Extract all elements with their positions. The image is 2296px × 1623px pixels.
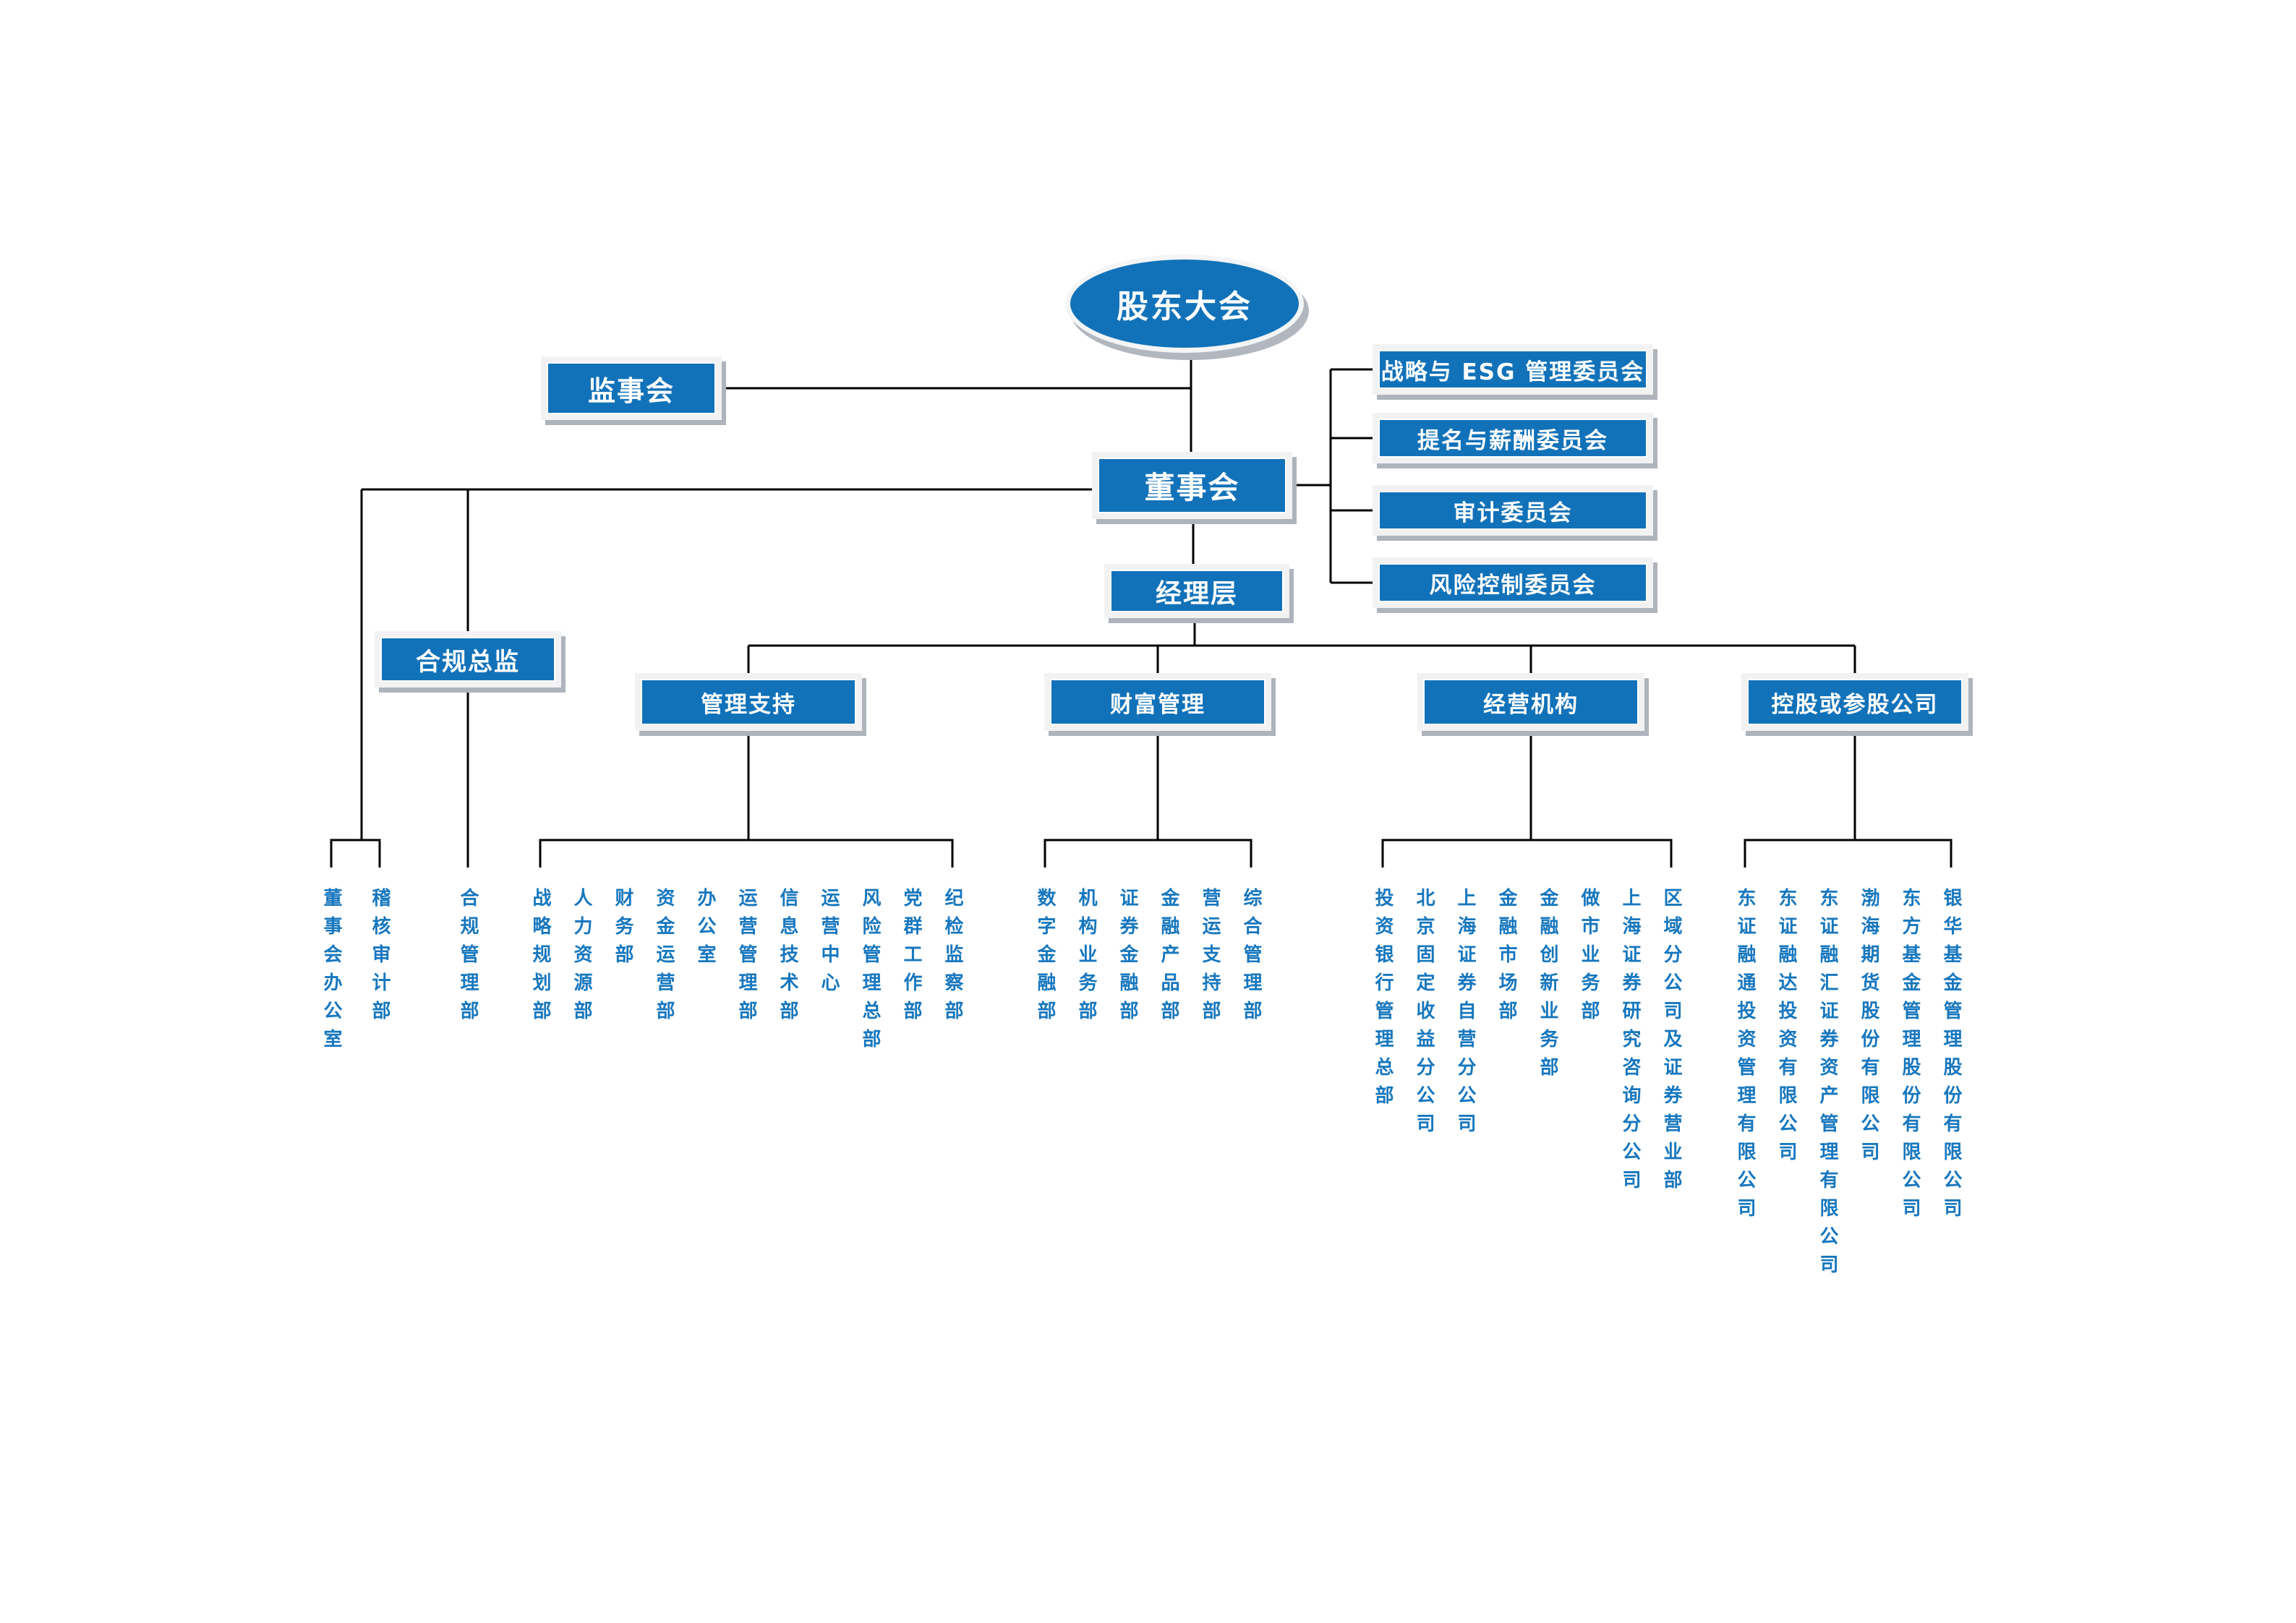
management-support-department-item: 办公室	[694, 888, 716, 972]
operating-unit-item: 上海证券自营分公司	[1454, 888, 1476, 1142]
management-support-department-item: 财务部	[612, 888, 633, 972]
node-compliance-director-label: 合规总监	[416, 647, 520, 677]
operating-unit-item: 投资银行管理总部	[1372, 888, 1394, 1113]
management-support-department-item: 资金运营部	[653, 888, 675, 1029]
committee-strategy-esg-label: 战略与 ESG 管理委员会	[1380, 359, 1645, 385]
group-wealth-management-label: 财富管理	[1110, 691, 1205, 718]
node-management-layer: 经理层	[1104, 564, 1289, 618]
node-committee-nomination-remuneration: 提名与薪酬委员会	[1373, 413, 1653, 463]
management-support-department-item: 战略规划部	[529, 888, 551, 1029]
compliance-departments-list: 合规管理部	[457, 888, 479, 1029]
operating-unit-item: 区域分公司及证券营业部	[1660, 888, 1682, 1198]
group-subsidiaries-label: 控股或参股公司	[1771, 691, 1939, 718]
subsidiary-item: 东方基金管理股份有限公司	[1899, 888, 1921, 1226]
node-committee-risk-control: 风险控制委员会	[1373, 557, 1653, 608]
compliance-department-item: 合规管理部	[457, 888, 479, 1029]
subsidiary-item: 东证融通投资管理有限公司	[1734, 888, 1756, 1226]
board-departments-list: 董事会办公室 稽核审计部	[320, 888, 391, 1057]
management-support-department-item: 信息技术部	[777, 888, 798, 1029]
operating-units-list: 投资银行管理总部北京固定收益分公司上海证券自营分公司金融市场部金融创新业务部做市…	[1372, 888, 1682, 1198]
node-group-management-support: 管理支持	[635, 673, 862, 731]
management-support-department-item: 党群工作部	[900, 888, 922, 1029]
node-committee-audit: 审计委员会	[1373, 485, 1653, 536]
committee-audit-label: 审计委员会	[1453, 500, 1573, 526]
management-support-department-item: 风险管理总部	[859, 888, 881, 1057]
board-department-item: 董事会办公室	[320, 888, 342, 1057]
operating-unit-item: 北京固定收益分公司	[1413, 888, 1435, 1142]
node-board-of-directors: 董事会	[1092, 452, 1292, 519]
management-support-department-item: 运营中心	[818, 888, 840, 1001]
management-support-department-item: 运营管理部	[735, 888, 757, 1029]
node-shareholders-meeting-label: 股东大会	[1117, 288, 1252, 325]
operating-unit-item: 金融创新业务部	[1537, 888, 1558, 1085]
management-support-department-item: 人力资源部	[571, 888, 592, 1029]
group-operating-units-label: 经营机构	[1483, 691, 1579, 718]
management-support-department-item: 纪检监察部	[942, 888, 963, 1029]
subsidiary-item: 东证融达投资有限公司	[1775, 888, 1797, 1170]
node-board-of-directors-label: 董事会	[1144, 470, 1240, 505]
wealth-management-department-item: 证券金融部	[1117, 888, 1138, 1029]
node-supervisory-board-label: 监事会	[587, 374, 675, 407]
node-shareholders-meeting: 股东大会	[1065, 254, 1304, 353]
committee-nomination-remuneration-label: 提名与薪酬委员会	[1417, 427, 1608, 454]
wealth-management-department-item: 金融产品部	[1158, 888, 1179, 1029]
wealth-management-departments-list: 数字金融部机构业务部证券金融部金融产品部营运支持部综合管理部	[1034, 888, 1262, 1029]
committee-risk-control-label: 风险控制委员会	[1429, 572, 1597, 599]
node-group-wealth-management: 财富管理	[1044, 673, 1271, 731]
wealth-management-department-item: 机构业务部	[1075, 888, 1097, 1029]
group-management-support-label: 管理支持	[701, 691, 796, 718]
subsidiaries-list: 东证融通投资管理有限公司东证融达投资有限公司东证融汇证券资产管理有限公司渤海期货…	[1734, 888, 1962, 1282]
board-department-item: 稽核审计部	[369, 888, 391, 1029]
wealth-management-department-item: 数字金融部	[1034, 888, 1056, 1029]
node-group-subsidiaries: 控股或参股公司	[1741, 673, 1968, 731]
node-committee-strategy-esg: 战略与 ESG 管理委员会	[1373, 344, 1653, 395]
subsidiary-item: 渤海期货股份有限公司	[1858, 888, 1879, 1170]
wealth-management-department-item: 综合管理部	[1240, 888, 1262, 1029]
node-compliance-director: 合规总监	[375, 631, 561, 688]
operating-unit-item: 上海证券研究咨询分公司	[1619, 888, 1641, 1198]
subsidiary-item: 银华基金管理股份有限公司	[1940, 888, 1962, 1226]
node-group-operating-units: 经营机构	[1417, 673, 1644, 731]
operating-unit-item: 金融市场部	[1495, 888, 1517, 1029]
operating-unit-item: 做市业务部	[1578, 888, 1600, 1029]
subsidiary-item: 东证融汇证券资产管理有限公司	[1817, 888, 1838, 1282]
management-support-departments-list: 战略规划部人力资源部财务部资金运营部办公室运营管理部信息技术部运营中心风险管理总…	[529, 888, 963, 1057]
node-supervisory-board: 监事会	[541, 356, 722, 420]
node-management-layer-label: 经理层	[1155, 578, 1238, 609]
wealth-management-department-item: 营运支持部	[1199, 888, 1221, 1029]
